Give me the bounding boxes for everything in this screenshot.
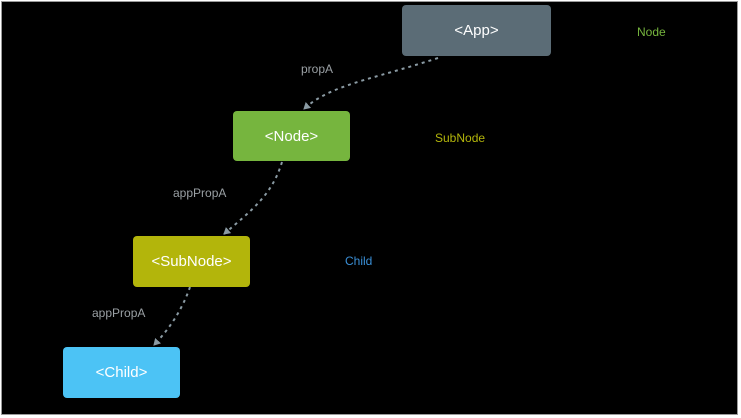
node-node: <Node>	[233, 111, 350, 161]
side-label-node: Node	[637, 25, 666, 39]
side-label-subnode: SubNode	[435, 131, 486, 145]
app-node: <App>	[402, 5, 551, 56]
edge-subnode-to-child	[153, 286, 191, 346]
edge-label-apppropa-1: appPropA	[173, 186, 227, 200]
edge-node-to-subnode	[223, 161, 283, 235]
edge-label-apppropa-2: appPropA	[92, 306, 146, 320]
child-node: <Child>	[63, 347, 180, 398]
edge-label-propa: propA	[301, 62, 334, 76]
edge-app-to-node	[303, 57, 439, 110]
side-label-child: Child	[345, 254, 373, 268]
subnode-node: <SubNode>	[133, 236, 250, 287]
